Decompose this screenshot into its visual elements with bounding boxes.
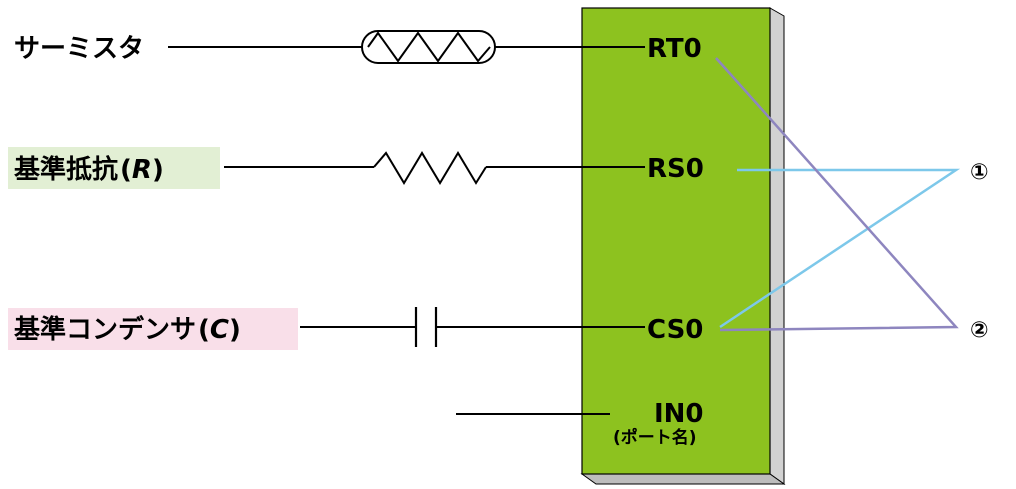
capacitor-label-close: )	[229, 315, 241, 345]
resistor-symbol	[373, 151, 487, 185]
chip-block	[580, 7, 786, 485]
marker-2: ②	[970, 318, 989, 343]
resistor-symbol-letter: R	[132, 155, 152, 185]
port-rs0: RS0	[647, 154, 704, 184]
resistor-label-close: )	[152, 155, 164, 185]
chip-body	[581, 7, 771, 475]
marker-1: ①	[970, 160, 989, 185]
thermistor-circuit	[168, 30, 645, 64]
capacitor-label-text: 基準コンデンサ	[14, 314, 196, 345]
chip-side-shadow	[769, 7, 785, 485]
capacitor-symbol-letter: C	[210, 315, 229, 345]
port-name-note: (ポート名)	[613, 427, 697, 448]
port-cs0: CS0	[647, 315, 703, 345]
port-rt0: RT0	[647, 34, 702, 64]
capacitor-circuit	[300, 307, 645, 347]
resistor-label-highlight	[8, 147, 220, 189]
connection-2-lines	[715, 57, 959, 332]
capacitor-label: 基準コンデンサ(C)	[14, 314, 241, 345]
thermistor-label: サーミスタ	[14, 34, 144, 64]
resistor-label-text: 基準抵抗	[14, 154, 118, 185]
chip-bottom-shadow	[580, 473, 786, 485]
connection-1-lines	[719, 168, 961, 329]
resistor-label-open: (	[120, 155, 132, 185]
resistor-label: 基準抵抗(R)	[14, 154, 164, 185]
capacitor-label-open: (	[198, 315, 210, 345]
capacitor-label-highlight	[8, 308, 298, 350]
port-in0: IN0	[654, 399, 704, 429]
resistor-circuit	[224, 151, 645, 185]
